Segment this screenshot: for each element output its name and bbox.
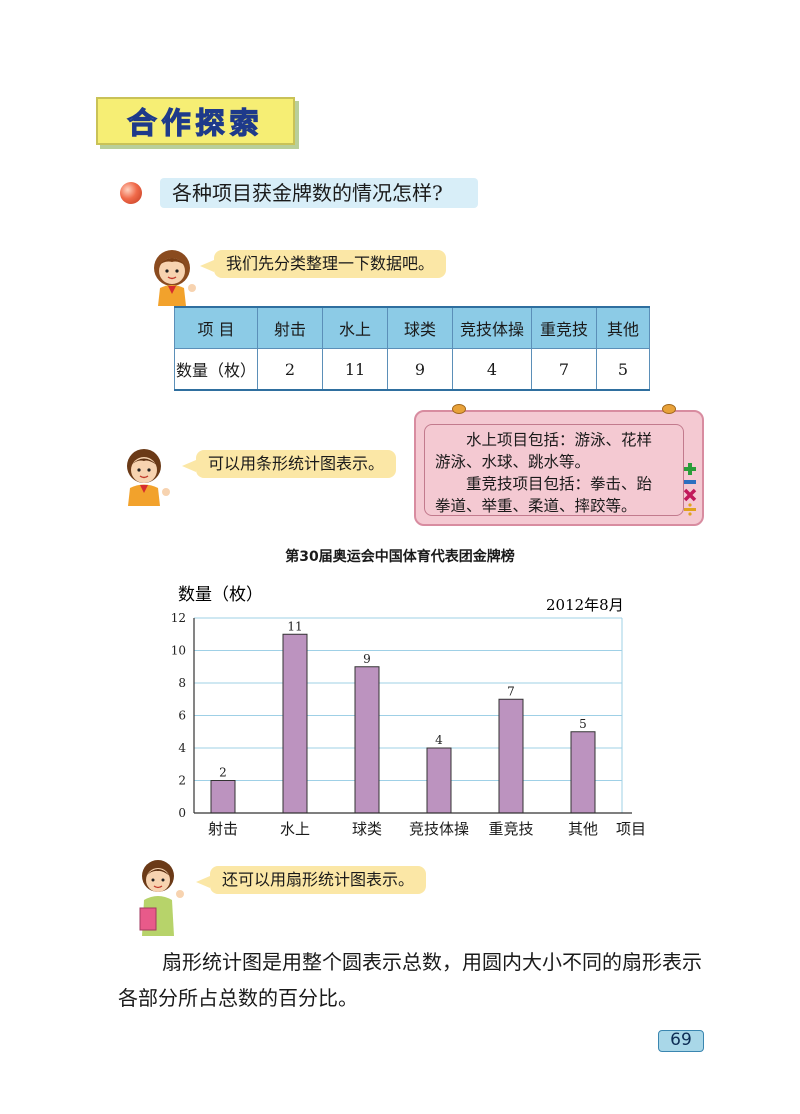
x-axis-label: 项目: [616, 820, 646, 838]
table-header-row: 项 目 射击 水上 球类 竞技体操 重竞技 其他: [174, 306, 650, 349]
table-row: 数量（枚） 2 11 9 4 7 5: [174, 348, 650, 391]
bar-chart: 数量（枚） 2012年8月 0 2 4 6 8 10 12 2 11 9 4 7 5 射击 水上 球类 竞技…: [171, 585, 646, 838]
note-card: 水上项目包括：游泳、花样 游泳、水球、跳水等。 重竞技项目包括：拳击、跆 拳道、…: [414, 410, 704, 526]
table-header-cell: 射击: [257, 306, 323, 349]
speech-bubble-2: 可以用条形统计图表示。: [181, 450, 397, 478]
y-tick-label: 8: [178, 676, 186, 690]
girl-avatar: [154, 250, 196, 306]
bar-value-label: 4: [435, 733, 443, 747]
bar-value-label: 7: [507, 684, 515, 698]
note-text: 水上项目包括：游泳、花样 游泳、水球、跳水等。 重竞技项目包括：拳击、跆 拳道、…: [424, 424, 684, 516]
bar: [354, 666, 380, 814]
chart-date-note: 2012年8月: [546, 596, 624, 614]
note-line: 拳道、举重、柔道、摔跤等。: [435, 497, 637, 515]
table-cell: 9: [387, 348, 453, 391]
table-header-cell: 水上: [322, 306, 388, 349]
table-header-cell: 球类: [387, 306, 453, 349]
table-cell: 4: [452, 348, 532, 391]
math-symbols-icon: [683, 463, 697, 516]
girl-avatar: [127, 449, 170, 506]
bar: [426, 747, 452, 814]
table-header-cell: 重竞技: [531, 306, 597, 349]
y-tick-label: 0: [178, 806, 186, 820]
gold-medal-table: 项 目 射击 水上 球类 竞技体操 重竞技 其他 数量（枚） 2 11 9 4 …: [174, 306, 650, 391]
x-category-label: 球类: [352, 820, 382, 838]
x-axis-categories: 射击 水上 球类 竞技体操 重竞技 其他: [208, 820, 598, 838]
bar-value-label: 11: [287, 619, 302, 633]
chart-grid: [194, 617, 623, 813]
question-strip: 各种项目获金牌数的情况怎样?: [160, 178, 478, 208]
y-tick-label: 10: [171, 644, 186, 658]
pin-icon: [662, 404, 676, 414]
x-category-label: 竞技体操: [409, 820, 469, 838]
data-labels: 2 11 9 4 7 5: [219, 619, 587, 779]
y-axis-ticks: 0 2 4 6 8 10 12: [171, 611, 187, 820]
body-paragraph: 扇形统计图是用整个圆表示总数，用圆内大小不同的扇形表示各部分所占总数的百分比。: [118, 950, 702, 1010]
section-banner: 合作探索: [96, 97, 295, 145]
table-row-label: 数量（枚）: [174, 348, 258, 391]
x-category-label: 水上: [280, 820, 310, 838]
speech-bubble-3: 还可以用扇形统计图表示。: [195, 866, 427, 894]
speech-bubble-1: 我们先分类整理一下数据吧。: [199, 250, 447, 278]
x-category-label: 射击: [208, 820, 238, 838]
table-cell: 2: [257, 348, 323, 391]
bar-value-label: 9: [363, 652, 371, 666]
teacher-avatar: [139, 860, 184, 936]
bar: [570, 731, 596, 814]
x-category-label: 其他: [568, 820, 598, 838]
y-tick-label: 12: [171, 611, 186, 625]
note-line: 水上项目包括：游泳、花样: [466, 431, 653, 449]
table-header-cell: 竞技体操: [452, 306, 532, 349]
y-tick-label: 6: [178, 709, 186, 723]
bar-value-label: 2: [219, 766, 227, 780]
y-tick-label: 4: [178, 741, 186, 755]
chart-title: 第30届奥运会中国体育代表团金牌榜: [285, 549, 515, 565]
table-cell: 5: [596, 348, 650, 391]
y-tick-label: 2: [178, 774, 186, 788]
y-axis-label: 数量（枚）: [178, 585, 263, 605]
section-title: 合作探索: [127, 105, 264, 140]
table-header-cell: 其他: [596, 306, 650, 349]
table-cell: 11: [322, 348, 388, 391]
pin-icon: [452, 404, 466, 414]
table-header-cell: 项 目: [174, 306, 258, 349]
page-number: 69: [658, 1030, 704, 1052]
bar: [498, 698, 524, 814]
red-ball-icon: [120, 182, 142, 204]
table-cell: 7: [531, 348, 597, 391]
note-line: 重竞技项目包括：拳击、跆: [466, 475, 653, 493]
bar: [282, 633, 308, 814]
bar-value-label: 5: [579, 717, 587, 731]
bar: [210, 780, 236, 814]
note-line: 游泳、水球、跳水等。: [435, 453, 591, 471]
chart-bars: [210, 633, 596, 814]
x-category-label: 重竞技: [488, 820, 533, 838]
